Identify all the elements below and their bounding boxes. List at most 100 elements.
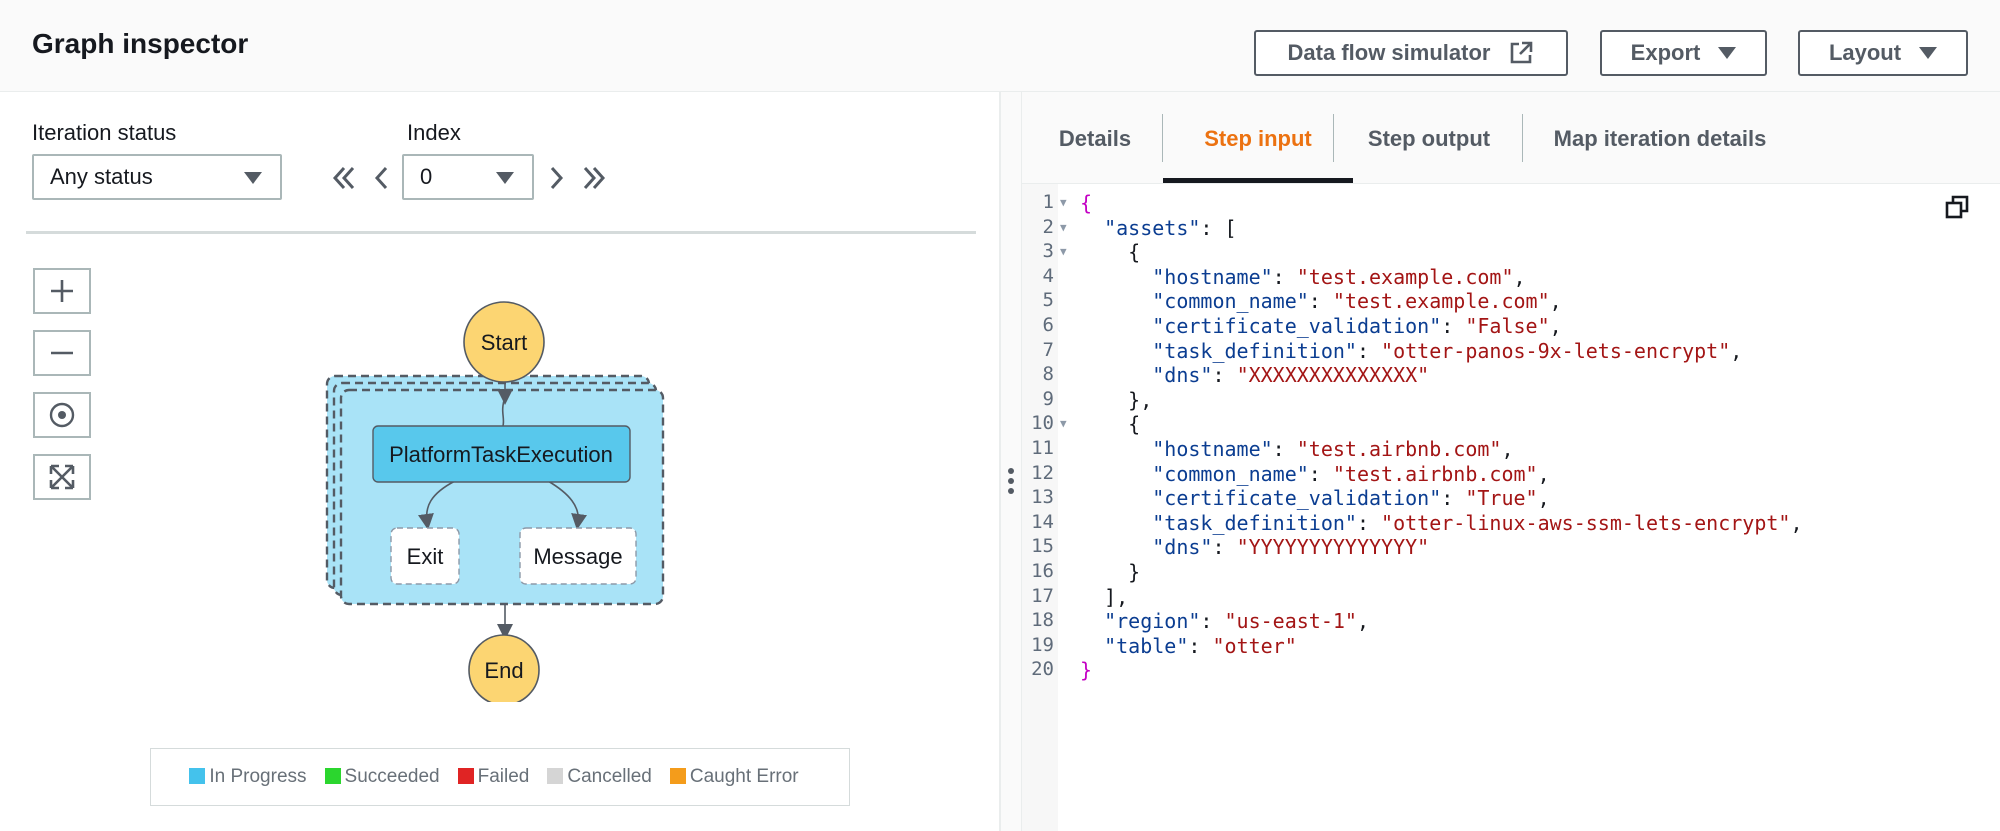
platform-task-execution-label: PlatformTaskExecution — [389, 442, 613, 467]
json-punctuation: , — [1549, 314, 1562, 338]
json-key: "assets" — [1104, 215, 1201, 240]
code-line: { — [1080, 240, 1140, 264]
zoom-out-button[interactable] — [33, 330, 91, 376]
line-number: 2 — [1042, 215, 1054, 238]
first-page-icon[interactable] — [330, 164, 358, 192]
end-node-label: End — [484, 658, 523, 683]
tab-map-iteration-details[interactable]: Map iteration details — [1553, 126, 1767, 151]
json-punctuation: : [ — [1200, 215, 1237, 240]
code-line: "hostname": "test.example.com", — [1080, 264, 1525, 289]
code-line: } — [1080, 658, 1092, 682]
start-node[interactable] — [463, 301, 545, 383]
layout-button[interactable]: Layout — [1798, 30, 1968, 76]
json-string: "otter" — [1212, 633, 1297, 658]
line-number: 20 — [1031, 658, 1054, 681]
previous-page-icon[interactable] — [372, 164, 392, 192]
legend-item-succeeded: Succeeded — [324, 766, 440, 788]
message-node[interactable] — [519, 527, 637, 585]
copy-icon[interactable] — [1944, 194, 1970, 220]
json-key: "dns" — [1152, 363, 1213, 388]
json-punctuation: , — [1356, 609, 1370, 634]
code-line: "assets": [ — [1080, 215, 1237, 240]
tab-separator — [1162, 114, 1163, 162]
json-punctuation: : — [1212, 535, 1237, 560]
json-punctuation: : — [1212, 363, 1237, 388]
legend-item-cancelled: Cancelled — [547, 766, 652, 788]
detail-tabs: Details Step input Step output Map itera… — [1022, 92, 2000, 184]
code-line: { — [1080, 191, 1092, 215]
next-page-icon[interactable] — [546, 164, 566, 192]
plus-icon — [51, 280, 73, 302]
fold-toggle-icon[interactable]: ▼ — [1060, 220, 1067, 234]
edge-start-task — [501, 396, 506, 427]
json-key: "task_definition" — [1152, 338, 1357, 363]
json-string: "XXXXXXXXXXXXXX" — [1236, 363, 1430, 388]
line-number: 18 — [1031, 609, 1054, 632]
active-tab-indicator — [1163, 178, 1353, 183]
exit-node[interactable] — [390, 527, 460, 585]
last-page-icon[interactable] — [580, 164, 608, 192]
json-punctuation: , — [1537, 461, 1550, 486]
fold-toggle-icon[interactable]: ▼ — [1060, 196, 1067, 209]
legend-item-caught-error: Caught Error — [669, 766, 799, 788]
json-punctuation: : — [1308, 461, 1333, 486]
json-string: "otter-panos-9x-lets-encrypt" — [1381, 338, 1731, 363]
state-machine-graph: Start PlatformTaskExecution Exit Message… — [325, 301, 665, 702]
json-key: "hostname" — [1152, 264, 1273, 289]
iteration-status-label: Iteration status — [32, 120, 177, 145]
fold-toggle-icon[interactable]: ▼ — [1060, 245, 1067, 259]
index-select[interactable]: 0 — [402, 154, 534, 200]
json-string: "test.airbnb.com" — [1332, 461, 1538, 486]
exit-node-label: Exit — [407, 544, 444, 569]
drag-handle-dot — [1008, 478, 1014, 484]
json-punctuation: , — [1537, 486, 1550, 511]
json-string: "False" — [1465, 314, 1550, 338]
zoom-in-button[interactable] — [33, 268, 91, 314]
fold-toggle-icon[interactable]: ▼ — [1060, 417, 1067, 431]
index-value: 0 — [420, 164, 433, 189]
status-legend: In Progress Succeeded Failed Cancelled C… — [150, 748, 850, 806]
code-line: "region": "us-east-1", — [1080, 609, 1369, 633]
line-number: 9 — [1042, 387, 1054, 410]
line-number: 16 — [1031, 560, 1054, 582]
export-button[interactable]: Export — [1600, 30, 1767, 76]
code-line: "dns": "YYYYYYYYYYYYYY" — [1080, 535, 1429, 559]
end-node[interactable] — [468, 634, 540, 702]
legend-item-in-progress: In Progress — [189, 766, 307, 788]
line-number: 4 — [1042, 264, 1054, 287]
json-string: "us-east-1" — [1224, 609, 1357, 634]
legend-swatch — [669, 768, 686, 784]
iteration-status-select[interactable]: Any status — [32, 154, 282, 200]
json-punctuation: { — [1080, 191, 1093, 215]
start-node-label: Start — [481, 330, 527, 355]
caret-down-icon — [1718, 47, 1737, 59]
line-number: 11 — [1031, 437, 1054, 459]
json-punctuation: : — [1356, 510, 1382, 535]
json-key: "common_name" — [1152, 289, 1309, 314]
code-line: "dns": "XXXXXXXXXXXXXX" — [1080, 363, 1429, 387]
fit-to-screen-button[interactable] — [33, 454, 91, 500]
code-line: "hostname": "test.airbnb.com", — [1080, 437, 1513, 461]
json-punctuation: , — [1790, 510, 1803, 535]
tab-step-output[interactable]: Step output — [1367, 126, 1491, 151]
line-number: 7 — [1042, 338, 1054, 361]
json-punctuation: } — [1128, 560, 1141, 584]
json-string: "test.example.com" — [1296, 264, 1514, 289]
tab-step-input[interactable]: Step input — [1204, 126, 1312, 151]
index-label: Index — [407, 120, 461, 145]
code-line: ], — [1080, 585, 1128, 609]
tab-details[interactable]: Details — [1058, 126, 1132, 151]
tab-separator — [1522, 114, 1523, 162]
expand-icon — [49, 464, 75, 490]
platform-task-execution-node[interactable] — [372, 425, 631, 483]
center-graph-button[interactable] — [33, 392, 91, 438]
line-number: 3 — [1042, 240, 1054, 263]
json-punctuation: : — [1272, 437, 1297, 461]
json-key: "table" — [1104, 633, 1189, 658]
legend-swatch — [457, 768, 474, 784]
external-link-icon — [1511, 41, 1533, 64]
data-flow-simulator-button[interactable]: Data flow simulator — [1254, 30, 1568, 76]
panel-resize-handle[interactable] — [1000, 92, 1022, 831]
caret-down-icon — [496, 172, 514, 184]
